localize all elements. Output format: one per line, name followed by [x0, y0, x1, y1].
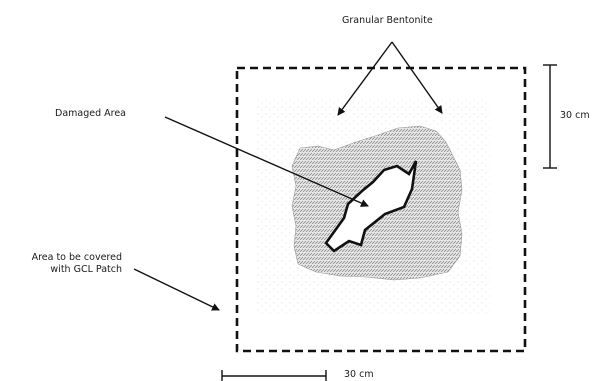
vertical-scale-bar [543, 64, 557, 169]
patch-area-arrow [133, 268, 220, 311]
bentonite-arrow-left [337, 41, 393, 116]
granular-bentonite-label: Granular Bentonite [342, 15, 433, 26]
damaged-area-label: Damaged Area [55, 108, 126, 119]
patch-area-label-line2: with GCL Patch [50, 263, 122, 275]
damaged-area-arrow [164, 116, 369, 207]
horizontal-scale-bar [221, 370, 327, 381]
damaged-area-shape [324, 160, 418, 253]
patch-area-label: Area to be covered with GCL Patch [30, 252, 122, 276]
horizontal-scale-label: 30 cm [344, 369, 374, 380]
vertical-scale-label: 30 cm [560, 110, 590, 121]
bentonite-arrow-right [391, 41, 443, 114]
patch-area-label-line1: Area to be covered [31, 252, 122, 263]
gcl-patch-boundary [235, 66, 527, 353]
